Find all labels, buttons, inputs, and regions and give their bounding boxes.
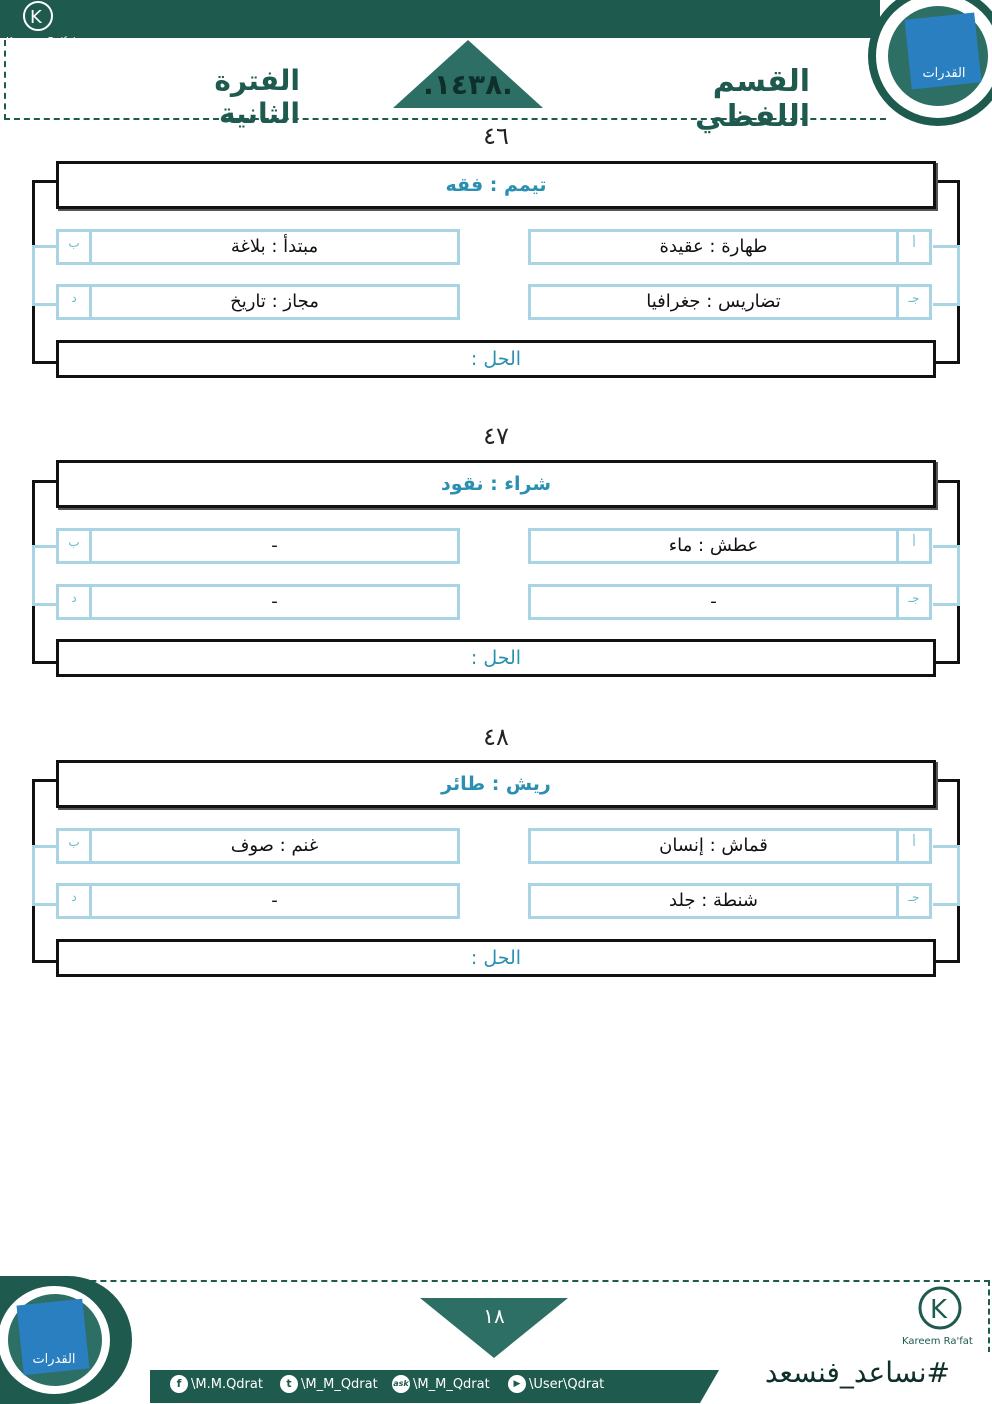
option-text: تضاريس : جغرافيا: [646, 291, 781, 312]
option-b[interactable]: ب -: [56, 528, 460, 564]
question-stem: تيمم : فقه: [56, 161, 936, 209]
period-title: الفترة الثانية: [214, 64, 300, 130]
question-number: ٤٧: [483, 422, 509, 450]
option-letter: جـ: [896, 587, 929, 617]
year-label: .١٤٣٨.: [423, 68, 513, 101]
social-twitter[interactable]: t \M_M_Qdrat: [280, 1375, 378, 1393]
option-letter: أ: [896, 831, 929, 861]
option-d[interactable]: د -: [56, 883, 460, 919]
k-logo-icon: K: [918, 1286, 962, 1330]
youtube-icon: ▶: [508, 1375, 526, 1393]
footer-qudrat-logo: القدرات: [0, 1276, 132, 1404]
footer-frame: [0, 1280, 990, 1372]
option-bracket-left: [32, 545, 59, 606]
social-handle: \M_M_Qdrat: [301, 1376, 378, 1392]
question-stem: شراء : نقود: [56, 460, 936, 508]
option-letter: د: [59, 587, 92, 617]
option-letter: أ: [896, 531, 929, 561]
question-stem: ريش : طائر: [56, 760, 936, 808]
option-a[interactable]: أ قماش : إنسان: [528, 828, 932, 864]
solution-field[interactable]: الحل :: [56, 340, 936, 378]
option-text: -: [710, 591, 717, 612]
solution-field[interactable]: الحل :: [56, 639, 936, 677]
option-c[interactable]: جـ شنطة : جلد: [528, 883, 932, 919]
logo-text: القدرات: [922, 66, 966, 81]
option-text: عطش : ماء: [668, 535, 759, 556]
option-a[interactable]: أ عطش : ماء: [528, 528, 932, 564]
option-text: طهارة : عقيدة: [659, 236, 768, 257]
page-number-triangle: [420, 1298, 568, 1358]
option-text: شنطة : جلد: [669, 890, 758, 911]
option-letter: جـ: [896, 287, 929, 317]
logo-text: القدرات: [32, 1352, 76, 1367]
option-c[interactable]: جـ تضاريس : جغرافيا: [528, 284, 932, 320]
option-text: غنم : صوف: [230, 835, 319, 856]
option-letter: ب: [59, 232, 92, 262]
k-logo-icon: K: [23, 1, 53, 31]
ask-icon: ask: [392, 1375, 410, 1393]
section-title: القسم اللفظي: [695, 64, 810, 134]
option-bracket-right: [933, 845, 960, 906]
option-d[interactable]: د -: [56, 584, 460, 620]
facebook-icon: f: [170, 1375, 188, 1393]
social-ask[interactable]: ask \M_M_Qdrat: [392, 1375, 490, 1393]
option-bracket-right: [933, 545, 960, 606]
brand-name: Kareem Ra'fat: [6, 36, 77, 47]
year-triangle: [393, 40, 543, 108]
svg-text:K: K: [30, 7, 43, 28]
brand-logo: K Kareem Ra'fat: [6, 0, 86, 50]
brand-name: Kareem Ra'fat: [902, 1336, 973, 1347]
option-a[interactable]: أ طهارة : عقيدة: [528, 229, 932, 265]
option-b[interactable]: ب مبتدأ : بلاغة: [56, 229, 460, 265]
option-c[interactable]: جـ -: [528, 584, 932, 620]
header-frame: [4, 40, 886, 120]
option-bracket-left: [32, 245, 59, 306]
option-b[interactable]: ب غنم : صوف: [56, 828, 460, 864]
option-bracket-right: [933, 245, 960, 306]
header-band: [0, 0, 880, 38]
social-handle: \User\Qdrat: [529, 1376, 605, 1392]
hashtag: #نساعد_فنسعد: [764, 1356, 950, 1389]
social-handle: \M.M.Qdrat: [191, 1376, 263, 1392]
option-d[interactable]: د مجاز : تاريخ: [56, 284, 460, 320]
option-text: مجاز : تاريخ: [230, 291, 319, 312]
option-letter: د: [59, 287, 92, 317]
option-letter: ب: [59, 831, 92, 861]
option-text: -: [271, 890, 278, 911]
page-number: ١٨: [483, 1304, 505, 1328]
option-letter: د: [59, 886, 92, 916]
solution-field[interactable]: الحل :: [56, 939, 936, 977]
question-number: ٤٨: [483, 723, 509, 751]
twitter-icon: t: [280, 1375, 298, 1393]
social-youtube[interactable]: ▶ \User\Qdrat: [508, 1375, 604, 1393]
option-letter: أ: [896, 232, 929, 262]
option-letter: جـ: [896, 886, 929, 916]
option-bracket-left: [32, 845, 59, 906]
option-letter: ب: [59, 531, 92, 561]
svg-text:K: K: [930, 1295, 948, 1325]
option-text: قماش : إنسان: [659, 835, 768, 856]
qudrat-logo: القدرات: [868, 0, 992, 126]
option-text: مبتدأ : بلاغة: [230, 236, 319, 257]
footer-brand-logo: K Kareem Ra'fat: [900, 1284, 980, 1354]
option-text: -: [271, 535, 278, 556]
social-facebook[interactable]: f \M.M.Qdrat: [170, 1375, 263, 1393]
question-number: ٤٦: [483, 122, 509, 150]
social-handle: \M_M_Qdrat: [413, 1376, 490, 1392]
option-text: -: [271, 591, 278, 612]
